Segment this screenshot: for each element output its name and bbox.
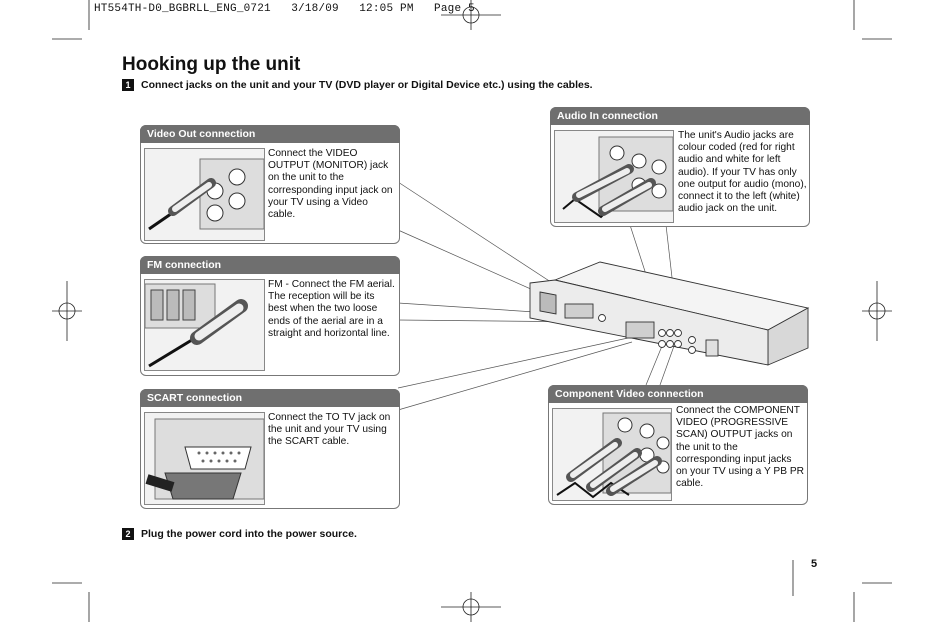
fm-aerial-plug-icon [145,283,248,368]
panel-component-video-heading: Component Video connection [548,385,808,403]
step-1: 1 Connect jacks on the unit and your TV … [122,79,593,91]
audio-in-illustration [554,130,674,223]
panel-component-video-text: Connect the COMPONENT VIDEO (PROGRESSIVE… [676,405,804,490]
panel-audio-in-heading: Audio In connection [550,107,810,125]
panel-fm-text: FM - Connect the FM aerial. The receptio… [268,279,395,339]
registration-mark-right [862,281,892,341]
step-2-number: 2 [122,528,134,540]
step-2: 2 Plug the power cord into the power sou… [122,528,357,540]
panel-video-out: Video Out connection Connect the VIDEO O… [140,125,400,244]
component-cable-plug-icon [556,412,671,499]
video-cable-plug-icon [148,158,264,231]
panel-fm: FM connection FM - Connect the FM aerial… [140,256,400,376]
audio-cable-plug-icon [562,136,673,219]
step-1-text: Connect jacks on the unit and your TV (D… [141,79,593,91]
step-1-number: 1 [122,79,134,91]
page-title: Hooking up the unit [122,54,301,75]
panel-component-video: Component Video connection Connect the C… [548,385,808,505]
step-2-text: Plug the power cord into the power sourc… [141,528,357,540]
scart-illustration [144,412,265,505]
fm-illustration [144,279,265,371]
panel-fm-heading: FM connection [140,256,400,274]
registration-mark-bottom [441,592,501,622]
scart-plug-icon [145,418,264,500]
panel-video-out-heading: Video Out connection [140,125,400,143]
panel-scart-text: Connect the TO TV jack on the unit and y… [268,412,391,448]
page-number: 5 [811,558,818,570]
registration-mark-top [441,0,501,30]
panel-video-out-text: Connect the VIDEO OUTPUT (MONITOR) jack … [268,148,393,221]
panel-scart-heading: SCART connection [140,389,400,407]
print-header: HT554TH-D0_BGBRLL_ENG_0721 3/18/09 12:05… [94,3,475,15]
main-unit [529,261,810,366]
video-out-illustration [144,148,265,241]
component-video-illustration [552,408,672,501]
panel-audio-in: Audio In connection The unit's Audio jac… [550,107,810,227]
panel-scart: SCART connection Connect the TO TV jack … [140,389,400,509]
registration-mark-left [52,281,82,341]
panel-audio-in-text: The unit's Audio jacks are colour coded … [678,130,807,215]
